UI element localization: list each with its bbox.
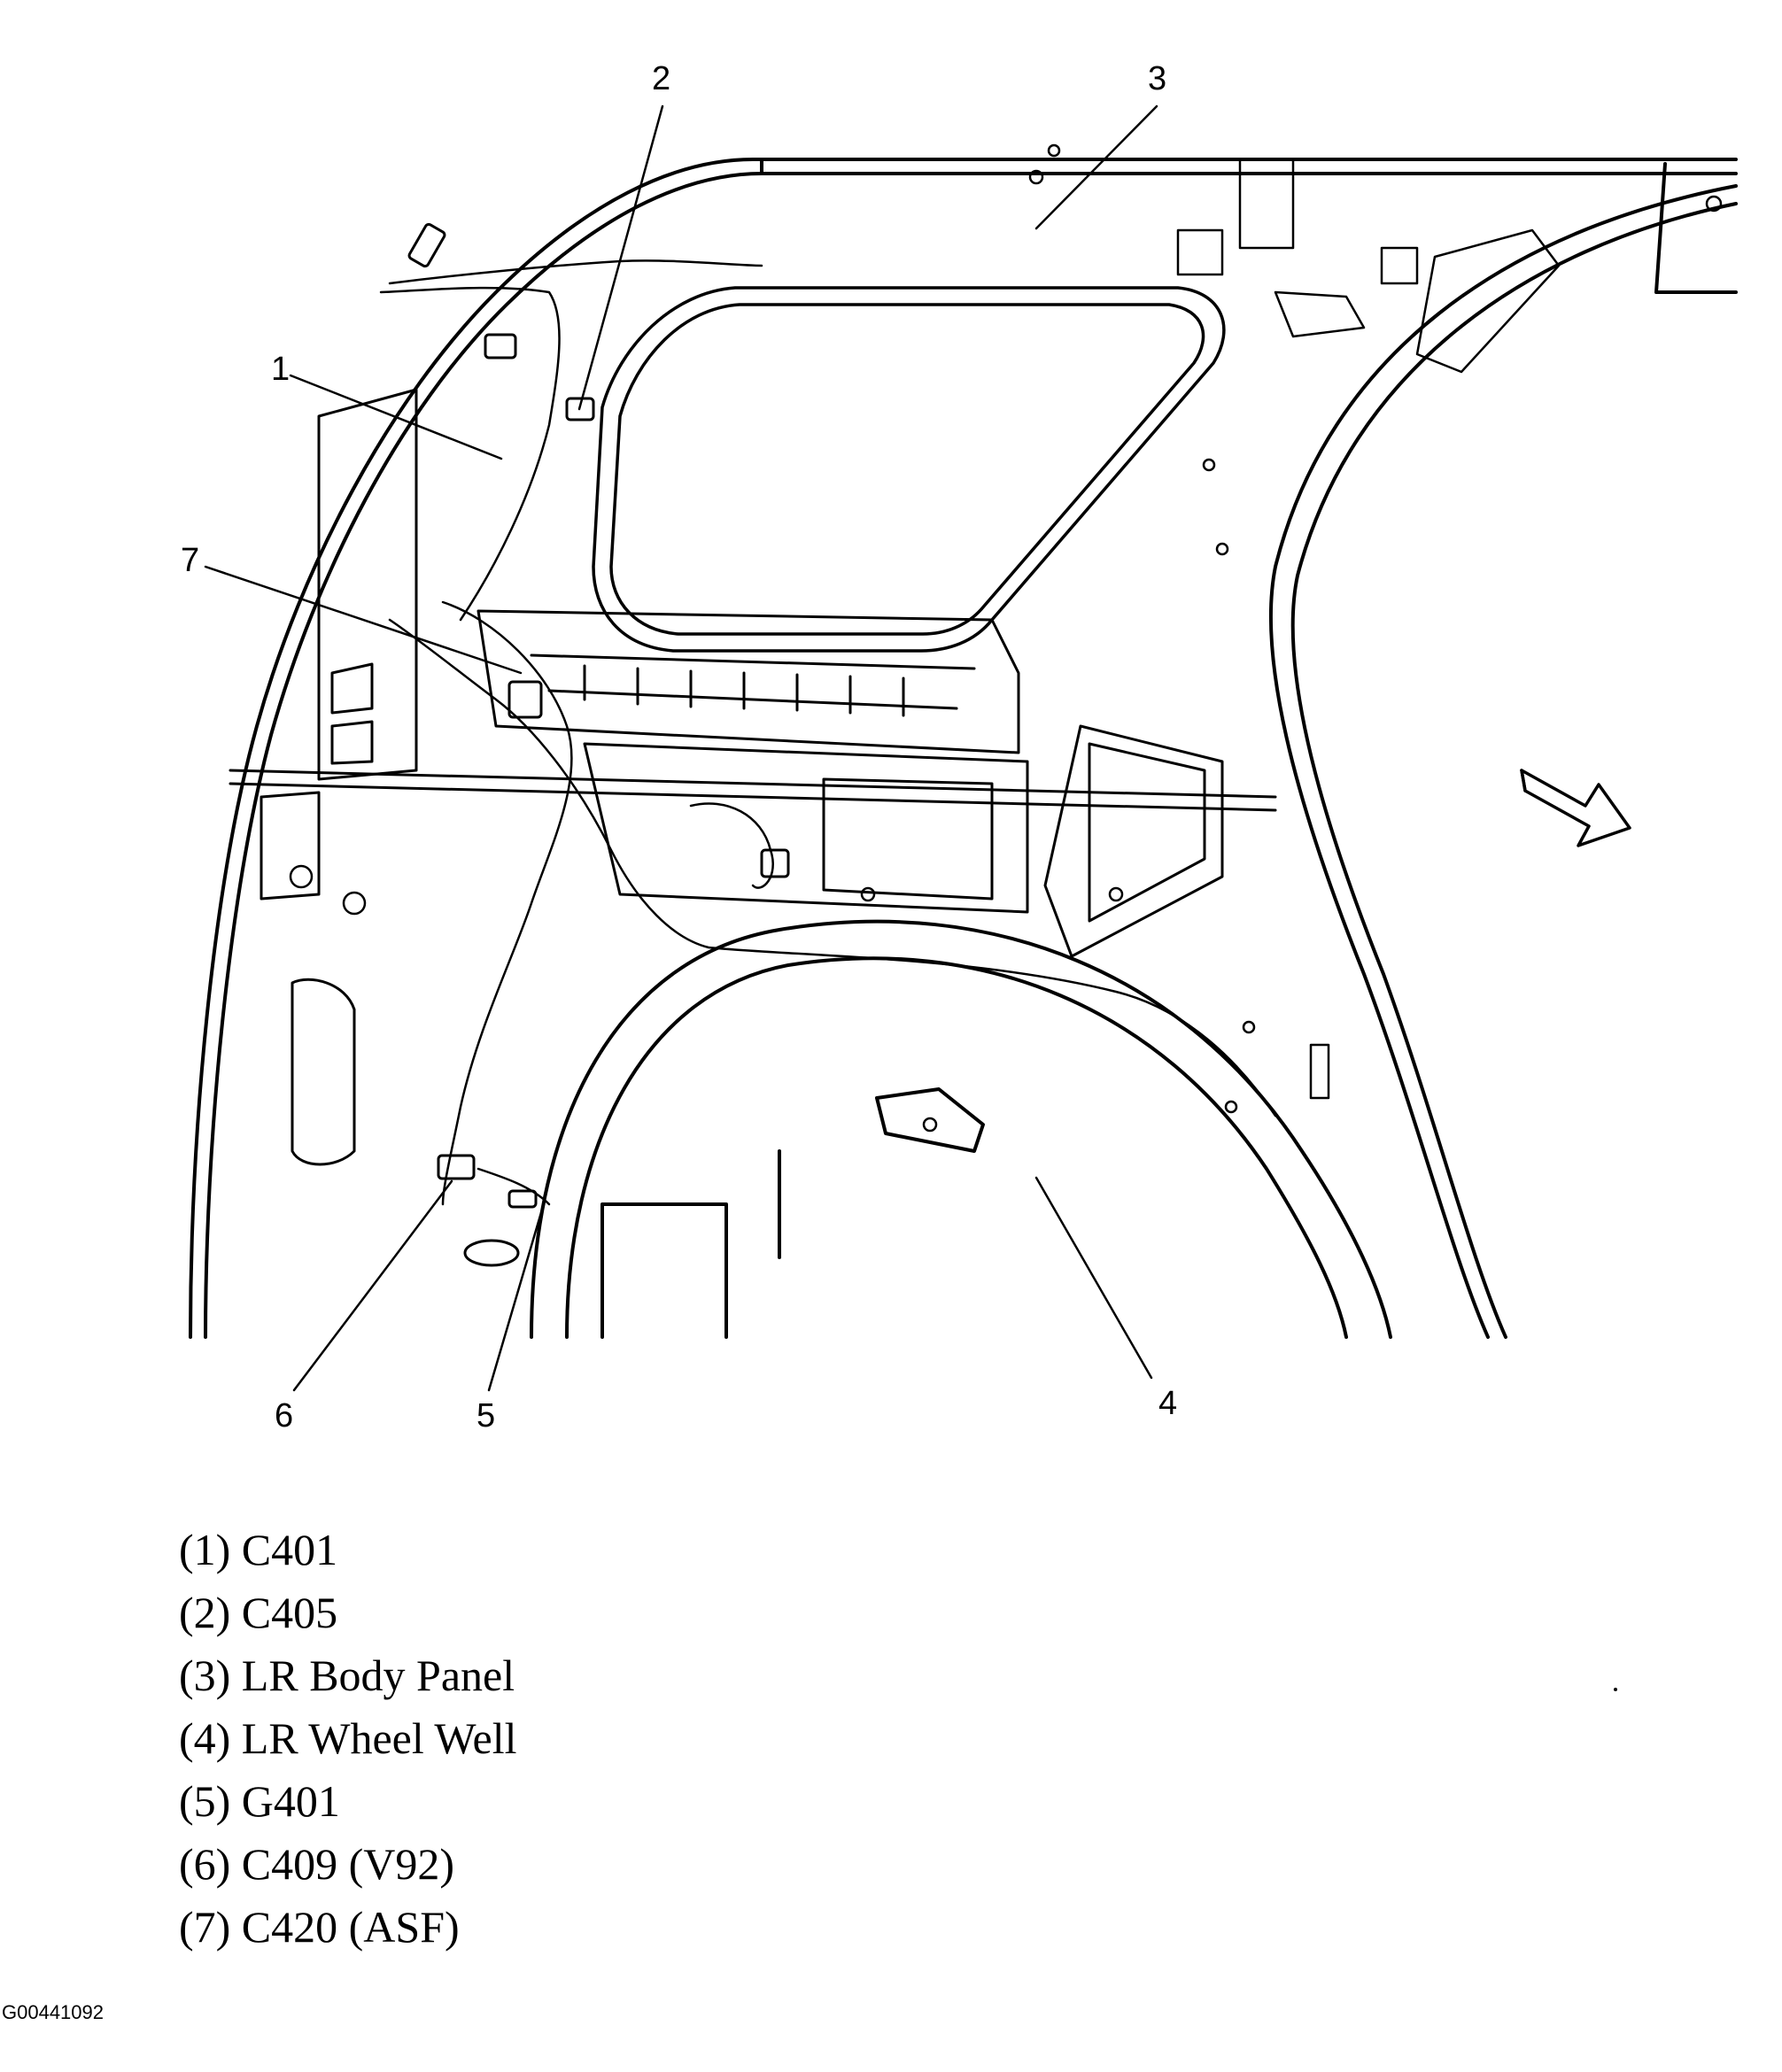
- callout-4: 4: [1158, 1385, 1178, 1422]
- rear-window-opening: [592, 286, 1226, 653]
- leader-lines: [204, 104, 1158, 1392]
- leader-6: [292, 1179, 453, 1392]
- leader-5: [487, 1208, 544, 1392]
- lr-body-panel-outline: [189, 158, 1738, 1339]
- callout-5: 5: [476, 1397, 496, 1434]
- legend-item-2: (2) C405: [179, 1588, 338, 1637]
- leader-4: [1034, 1176, 1153, 1380]
- callout-2: 2: [652, 60, 671, 97]
- wiring-harness: [379, 259, 1277, 1206]
- callout-7: 7: [181, 542, 200, 579]
- legend: (1) C401 (2) C405 (3) LR Body Panel (4) …: [179, 1519, 517, 1959]
- callout-1: 1: [271, 351, 291, 388]
- legend-item-6: (6) C409 (V92): [179, 1839, 455, 1889]
- leader-7: [204, 565, 523, 675]
- callout-3: 3: [1148, 60, 1167, 97]
- legend-item-4: (4) LR Wheel Well: [179, 1713, 517, 1763]
- forward-arrow-icon: [1520, 769, 1631, 847]
- leader-1: [289, 374, 503, 460]
- callout-6: 6: [275, 1397, 294, 1434]
- legend-item-3: (3) LR Body Panel: [179, 1651, 515, 1700]
- lr-wheel-well: [530, 919, 1392, 1339]
- leader-2: [577, 104, 664, 411]
- legend-item-1: (1) C401: [179, 1525, 338, 1574]
- figure-id: G00441092: [2, 2001, 104, 2023]
- body-panel-drawing: [189, 104, 1738, 1392]
- inner-panel: [260, 388, 1224, 1166]
- stray-dot: [1614, 1688, 1617, 1691]
- legend-item-7: (7) C420 (ASF): [179, 1902, 460, 1952]
- connectors: [407, 222, 790, 1267]
- leader-3: [1034, 104, 1158, 230]
- cross-member: [229, 609, 1277, 812]
- legend-item-5: (5) G401: [179, 1776, 340, 1826]
- panel-holes: [289, 143, 1723, 1133]
